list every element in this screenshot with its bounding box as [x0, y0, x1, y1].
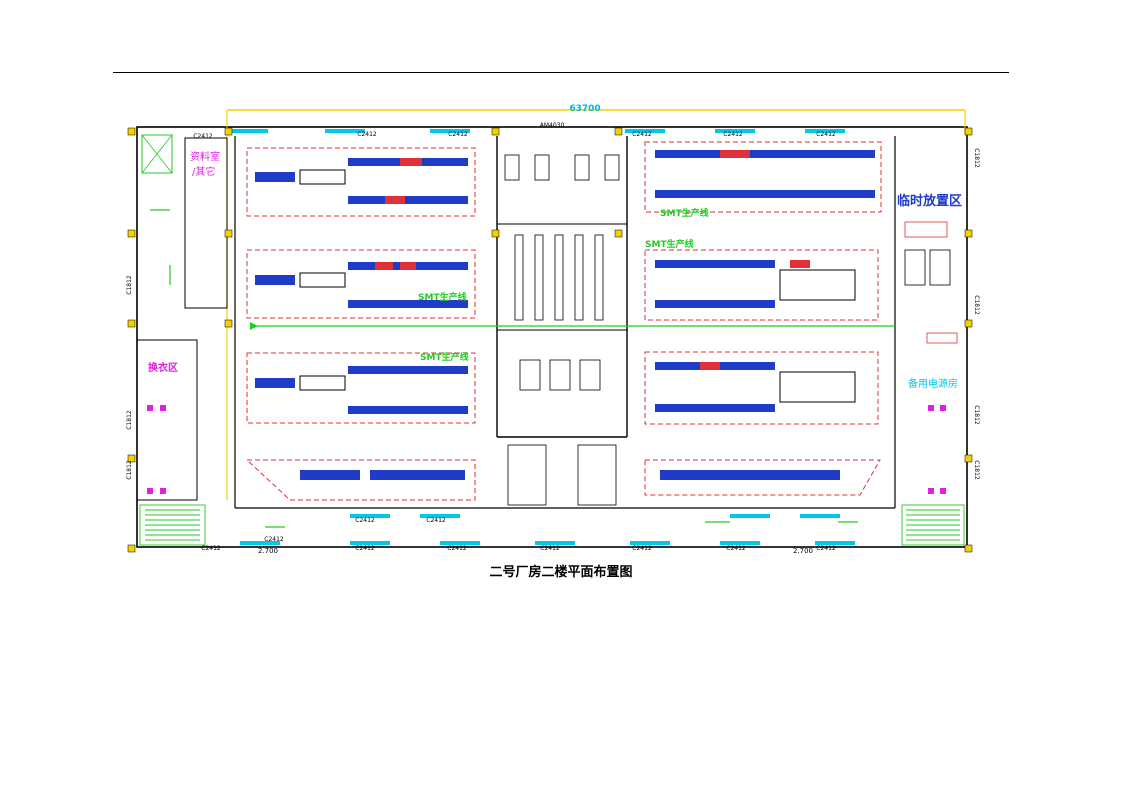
- label-backup-power: 备用电源房: [908, 377, 958, 390]
- bottom-door-label: C2412: [355, 545, 375, 552]
- bottom-door-label: C2412: [540, 545, 560, 552]
- label-corridor: AM4030: [540, 122, 565, 129]
- side-label-right: C1812: [973, 405, 980, 425]
- temp-storage-racks: [904, 221, 958, 344]
- center-racks-lower: [519, 359, 601, 391]
- dimension-bottom-right: 2.700: [793, 547, 813, 555]
- side-label-right: C1812: [973, 460, 980, 480]
- room-small: [141, 134, 173, 174]
- room-changing: [136, 339, 198, 501]
- side-label-left: C1812: [126, 275, 133, 295]
- bottom-door-label: C2412: [816, 545, 836, 552]
- door-label: C2412: [193, 133, 213, 140]
- dimension-bottom-left: 2.700: [258, 547, 278, 555]
- door-label: C2412: [355, 517, 375, 524]
- side-label-left: C1812: [126, 460, 133, 480]
- side-label-right: C1812: [973, 295, 980, 315]
- bottom-door-label: C2412: [264, 536, 284, 543]
- figure-caption: 二号厂房二楼平面布置图: [489, 565, 633, 580]
- stairs-left: [139, 504, 206, 546]
- production-zones: [245, 141, 882, 501]
- bottom-door-label: C2412: [201, 545, 221, 552]
- dimension-text: 63700: [569, 104, 600, 114]
- center-racks: [504, 154, 620, 506]
- door-label: C2412: [426, 517, 446, 524]
- machines-left: [255, 158, 468, 480]
- label-smt-line-d: SMT生产线: [645, 238, 694, 250]
- label-archive: 资料室: [190, 150, 220, 163]
- machines-right: [655, 150, 875, 480]
- side-label-left: C1812: [126, 410, 133, 430]
- building-outline: [136, 126, 968, 548]
- door-label: C2412: [632, 131, 652, 138]
- window-markers: [228, 129, 855, 545]
- side-label-right: C1812: [973, 148, 980, 168]
- label-smt-line-a: SMT生产线: [418, 291, 467, 303]
- label-archive-other: /其它: [192, 165, 215, 178]
- room-archive: [184, 137, 228, 309]
- flow-arrows: [150, 209, 858, 528]
- door-label: C2412: [448, 131, 468, 138]
- bottom-door-label: C2412: [632, 545, 652, 552]
- header-rule: [113, 72, 1009, 73]
- stairs-right: [901, 504, 965, 546]
- column-markers: [127, 127, 973, 553]
- label-smt-line-b: SMT生产线: [420, 351, 469, 363]
- door-label: C2412: [816, 131, 836, 138]
- bottom-door-label: C2412: [447, 545, 467, 552]
- label-temp-storage: 临时放置区: [897, 193, 962, 209]
- restroom-stalls: [147, 405, 946, 494]
- bottom-door-label: C2412: [726, 545, 746, 552]
- label-smt-line-c: SMT生产线: [660, 207, 709, 219]
- door-label: C2412: [723, 131, 743, 138]
- label-changing-area: 换衣区: [148, 361, 178, 374]
- door-label: C2412: [357, 131, 377, 138]
